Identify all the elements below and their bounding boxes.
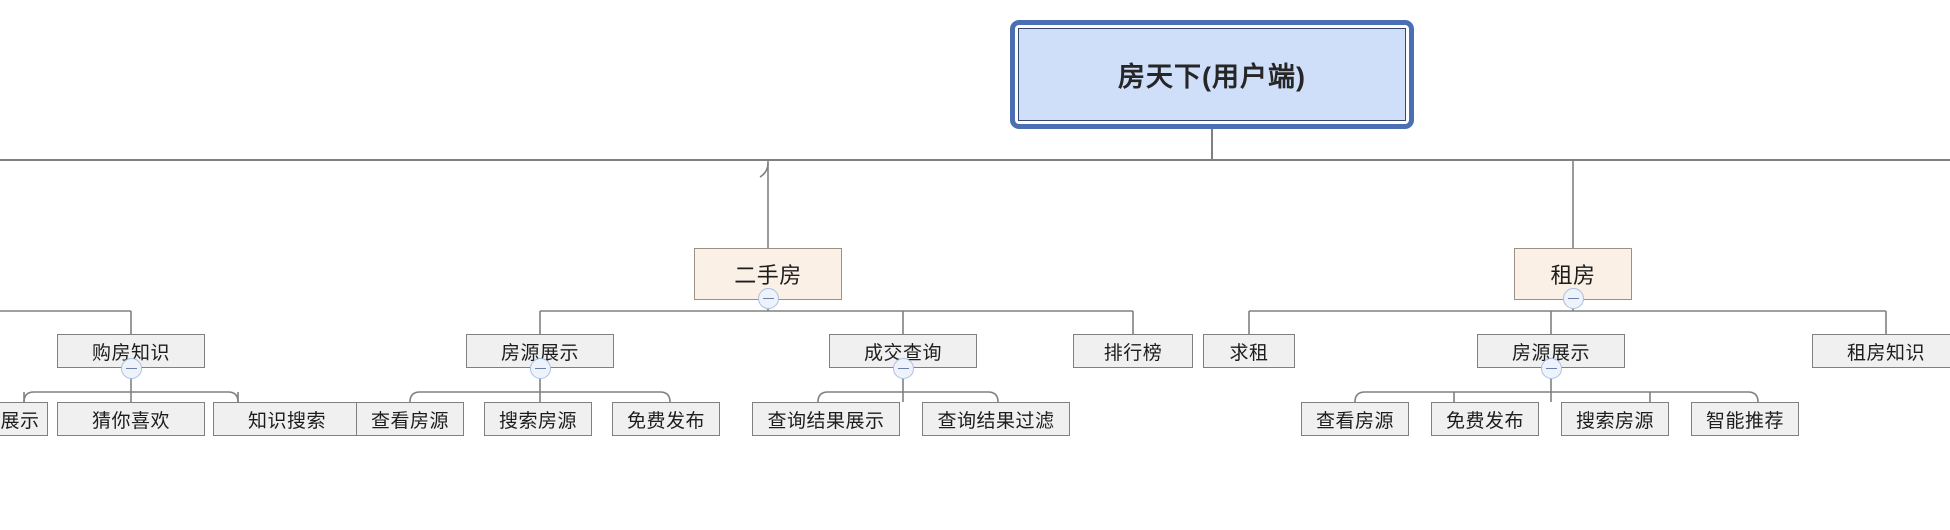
- collapse-toggle-ershoufang[interactable]: [758, 288, 779, 309]
- leaf-node-sousuofangyuan-ershou[interactable]: 搜索房源: [484, 402, 592, 436]
- leaf-node-sousuofangyuan-zufang[interactable]: 搜索房源: [1561, 402, 1669, 436]
- leaf-label: 智能推荐: [1705, 410, 1784, 432]
- leaf-node-chakanfangyuan-ershou[interactable]: 查看房源: [356, 402, 464, 436]
- root-node-label: 房天下(用户端): [1018, 28, 1406, 121]
- category-label: 房源展示: [1511, 342, 1590, 364]
- leaf-label: 查看房源: [1315, 410, 1394, 432]
- leaf-label: 免费发布: [626, 410, 705, 432]
- leaf-label: 查看房源: [370, 410, 449, 432]
- leaf-node-chakanfangyuan-zufang[interactable]: 查看房源: [1301, 402, 1409, 436]
- collapse-toggle-fangyuanzhanshi-ershou[interactable]: [530, 358, 551, 379]
- category-label: 租房知识: [1846, 342, 1925, 364]
- collapse-toggle-chengjiaochaxun[interactable]: [893, 358, 914, 379]
- leaf-label: 猜你喜欢: [91, 410, 170, 432]
- category-node-paihangbang[interactable]: 排行榜: [1073, 334, 1193, 368]
- leaf-label: 搜索房源: [1575, 410, 1654, 432]
- branch-label: 租房: [1550, 263, 1596, 288]
- leaf-node-mianfeifabu-ershou[interactable]: 免费发布: [612, 402, 720, 436]
- leaf-node-chaxunjieguoguolv[interactable]: 查询结果过滤: [922, 402, 1070, 436]
- leaf-node-zhinengtuijian[interactable]: 智能推荐: [1691, 402, 1799, 436]
- leaf-node-mianfeifabu-zufang[interactable]: 免费发布: [1431, 402, 1539, 436]
- leaf-label: 搜索房源: [498, 410, 577, 432]
- category-label: 求租: [1229, 342, 1269, 364]
- leaf-label: 知识搜索: [247, 410, 326, 432]
- collapse-toggle-fangyuanzhanshi-zufang[interactable]: [1541, 358, 1562, 379]
- branch-label: 二手房: [734, 263, 802, 288]
- category-label: 排行榜: [1103, 342, 1163, 364]
- collapse-toggle-goufangzhishi[interactable]: [121, 358, 142, 379]
- category-label: 购房知识: [91, 342, 170, 364]
- leaf-node-zhishisousuo[interactable]: 知识搜索: [213, 402, 361, 436]
- leaf-label: 查询结果展示: [767, 410, 885, 432]
- leaf-label: 展示: [0, 410, 40, 432]
- leaf-label: 免费发布: [1445, 410, 1524, 432]
- category-node-zufangzhishi[interactable]: 租房知识: [1812, 334, 1950, 368]
- leaf-node-chaxunjieguozhanshi[interactable]: 查询结果展示: [752, 402, 900, 436]
- root-node[interactable]: 房天下(用户端): [1010, 20, 1414, 129]
- category-node-qiuzu[interactable]: 求租: [1203, 334, 1295, 368]
- leaf-label: 查询结果过滤: [937, 410, 1055, 432]
- leaf-node-cainixihuan[interactable]: 猜你喜欢: [57, 402, 205, 436]
- category-label: 成交查询: [863, 342, 942, 364]
- category-label: 房源展示: [500, 342, 579, 364]
- leaf-node-zhanshi-clipped[interactable]: 展示: [0, 402, 48, 436]
- collapse-toggle-zufang[interactable]: [1563, 288, 1584, 309]
